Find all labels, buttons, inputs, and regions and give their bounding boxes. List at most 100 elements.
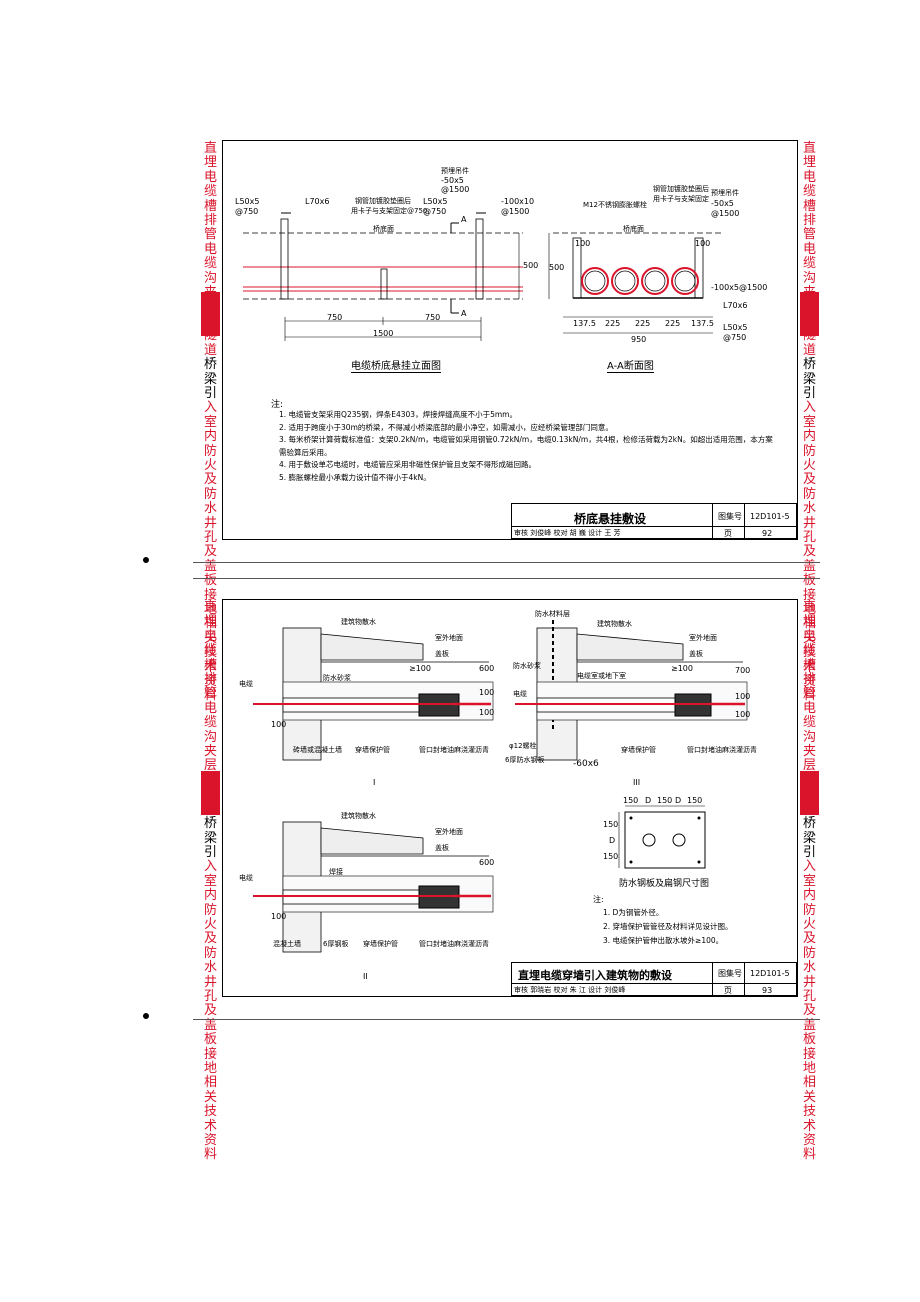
sidebar-char: 缆 xyxy=(203,184,217,200)
label-seal-1: 管口封堵油麻浇灌沥青 xyxy=(419,746,489,754)
sidebar-char: 槽 xyxy=(802,657,816,673)
sidebar-char: 相 xyxy=(203,616,217,632)
sidebar-char: 孔 xyxy=(203,988,217,1004)
note-item: 3. 每米桥架计算荷载标准值：支架0.2kN/m，电缆管如采用钢管0.72kN/… xyxy=(279,435,773,457)
sidebar-char: 电 xyxy=(203,241,217,257)
sidebar-char: 接 xyxy=(203,587,217,603)
sidebar-char: 直 xyxy=(802,600,816,615)
rule-2 xyxy=(193,578,820,579)
sidebar-char: 管 xyxy=(802,686,816,702)
label-plate: -100x10 xyxy=(501,197,535,206)
label-drain-3: 建筑物散水 xyxy=(341,812,376,820)
sidebar-char: 料 xyxy=(203,1147,217,1163)
label-plate-v150a: 150 xyxy=(603,820,619,829)
label-hanger-section: 预埋吊件 xyxy=(711,189,739,197)
plate-title: 防水钢板及扁钢尺寸图 xyxy=(619,879,710,889)
sidebar-char: 井 xyxy=(802,974,816,990)
signoff-2: 审核 郭晓岩 校对 朱 江 设计 刘俊峰 xyxy=(514,986,626,994)
sidebar-char: 道 xyxy=(203,342,217,358)
sidebar-char: 防 xyxy=(802,443,816,459)
sidebar-char: 关 xyxy=(203,1089,217,1105)
label-dim-950: 950 xyxy=(631,335,647,344)
label-plate-d1: D xyxy=(645,796,652,805)
label-cutoff: 电缆室或地下室 xyxy=(577,672,626,680)
label-cable-1: 电缆 xyxy=(239,680,253,688)
sidebar-char: 板 xyxy=(802,573,816,589)
label-ground-2: 室外地面 xyxy=(689,634,717,642)
sidebar-char: 水 xyxy=(802,501,816,517)
sidebar-char: 及 xyxy=(203,772,217,788)
sidebar-char: 资 xyxy=(802,1133,816,1149)
page-number: 92 xyxy=(762,529,773,538)
sidebar-char: 术 xyxy=(203,1118,217,1134)
sidebar-char: 入 xyxy=(802,859,816,875)
sidebar-char: 板 xyxy=(802,1032,816,1048)
sidebar-char: 排 xyxy=(203,672,217,688)
sidebar-char: 盖 xyxy=(802,1017,816,1033)
page-label: 页 xyxy=(724,529,732,538)
notes-heading: 注: xyxy=(271,400,284,410)
signoff: 审核 刘俊峰 校对 胡 巍 设计 王 芳 xyxy=(514,529,621,537)
sidebar-char: 道 xyxy=(203,801,217,817)
sidebar-char: 防 xyxy=(203,945,217,961)
sidebar-char: 电 xyxy=(802,241,816,257)
rule-3 xyxy=(193,1019,820,1020)
sidebar-char: 缆 xyxy=(802,256,816,272)
label-hanger: 预埋吊件 xyxy=(441,167,469,175)
sidebar-char: 缆 xyxy=(802,184,816,200)
label-l50-left: L50x5 xyxy=(235,197,260,206)
sidebar-char: 及 xyxy=(802,931,816,947)
label-flat-60x6: -60x6 xyxy=(573,759,599,769)
sidebar-char: 水 xyxy=(203,501,217,517)
sidebar-char: 内 xyxy=(203,888,217,904)
sidebar-char: 道 xyxy=(802,342,816,358)
label-l70: L70x6 xyxy=(305,197,330,206)
sidebar-char: 埋 xyxy=(203,614,217,630)
sidebar-char: 技 xyxy=(802,645,816,661)
bridge-elevation-drawing xyxy=(243,212,723,341)
label-drain-1: 建筑物散水 xyxy=(341,618,376,626)
sidebar-char: 电 xyxy=(203,169,217,185)
sidebar-char: 沟 xyxy=(802,729,816,745)
sidebar-char: 引 xyxy=(802,844,816,860)
bullet-2 xyxy=(143,1013,149,1019)
label-l50-mid: L50x5 xyxy=(423,197,448,206)
sidebar-char: 室 xyxy=(802,873,816,889)
sidebar-char: 井 xyxy=(802,515,816,531)
label-dim-750-left: 750 xyxy=(327,313,343,322)
sidebar-char: 梁 xyxy=(802,371,816,387)
sidebar-char: 内 xyxy=(802,888,816,904)
sheet-title: 桥底悬挂敷设 xyxy=(574,512,647,526)
label-l50-section-spacing: @750 xyxy=(723,333,747,342)
sidebar-char: 电 xyxy=(203,700,217,716)
sidebar-char: 入 xyxy=(203,859,217,875)
atlas-number: 12D101-5 xyxy=(750,512,790,521)
sidebar-char: 防 xyxy=(203,486,217,502)
label-ge100-1: ≥100 xyxy=(409,664,431,673)
label-weld: 焊接 xyxy=(329,868,343,876)
sidebar-char: 沟 xyxy=(802,270,816,286)
sidebar-char: 缆 xyxy=(203,715,217,731)
label-hanger-section-2: -50x5 xyxy=(711,199,734,208)
label-seg-2: 225 xyxy=(605,319,621,328)
sidebar-char: 埋 xyxy=(802,155,816,171)
sidebar-char: 槽 xyxy=(203,657,217,673)
label-seg-1: 137.5 xyxy=(573,319,596,328)
sidebar-char: 层 xyxy=(203,758,217,774)
note-item: 2. 适用于跨度小于30m的桥梁，不得减小桥梁底部的最小净空，如需减小，应经桥梁… xyxy=(279,422,613,432)
sidebar-char: 梁 xyxy=(203,830,217,846)
sidebar-char: 及 xyxy=(802,313,816,329)
wall-entry-drawing xyxy=(253,620,748,953)
sidebar-char: 技 xyxy=(203,1104,217,1120)
atlas-label: 图集号 xyxy=(718,512,742,521)
label-dim-500-section: 500 xyxy=(549,263,565,272)
page-number-2: 93 xyxy=(762,986,773,995)
label-section-a-top: A xyxy=(461,215,467,224)
sidebar-char: 管 xyxy=(203,686,217,702)
label-clamp-section: 钢管加镀胶垫圈后 xyxy=(653,185,709,193)
sidebar-char: 及 xyxy=(802,544,816,560)
label-l50-section: L50x5 xyxy=(723,323,748,332)
atlas-label-2: 图集号 xyxy=(718,969,742,978)
sidebar-char: 火 xyxy=(203,916,217,932)
sidebar-char: 沟 xyxy=(203,270,217,286)
